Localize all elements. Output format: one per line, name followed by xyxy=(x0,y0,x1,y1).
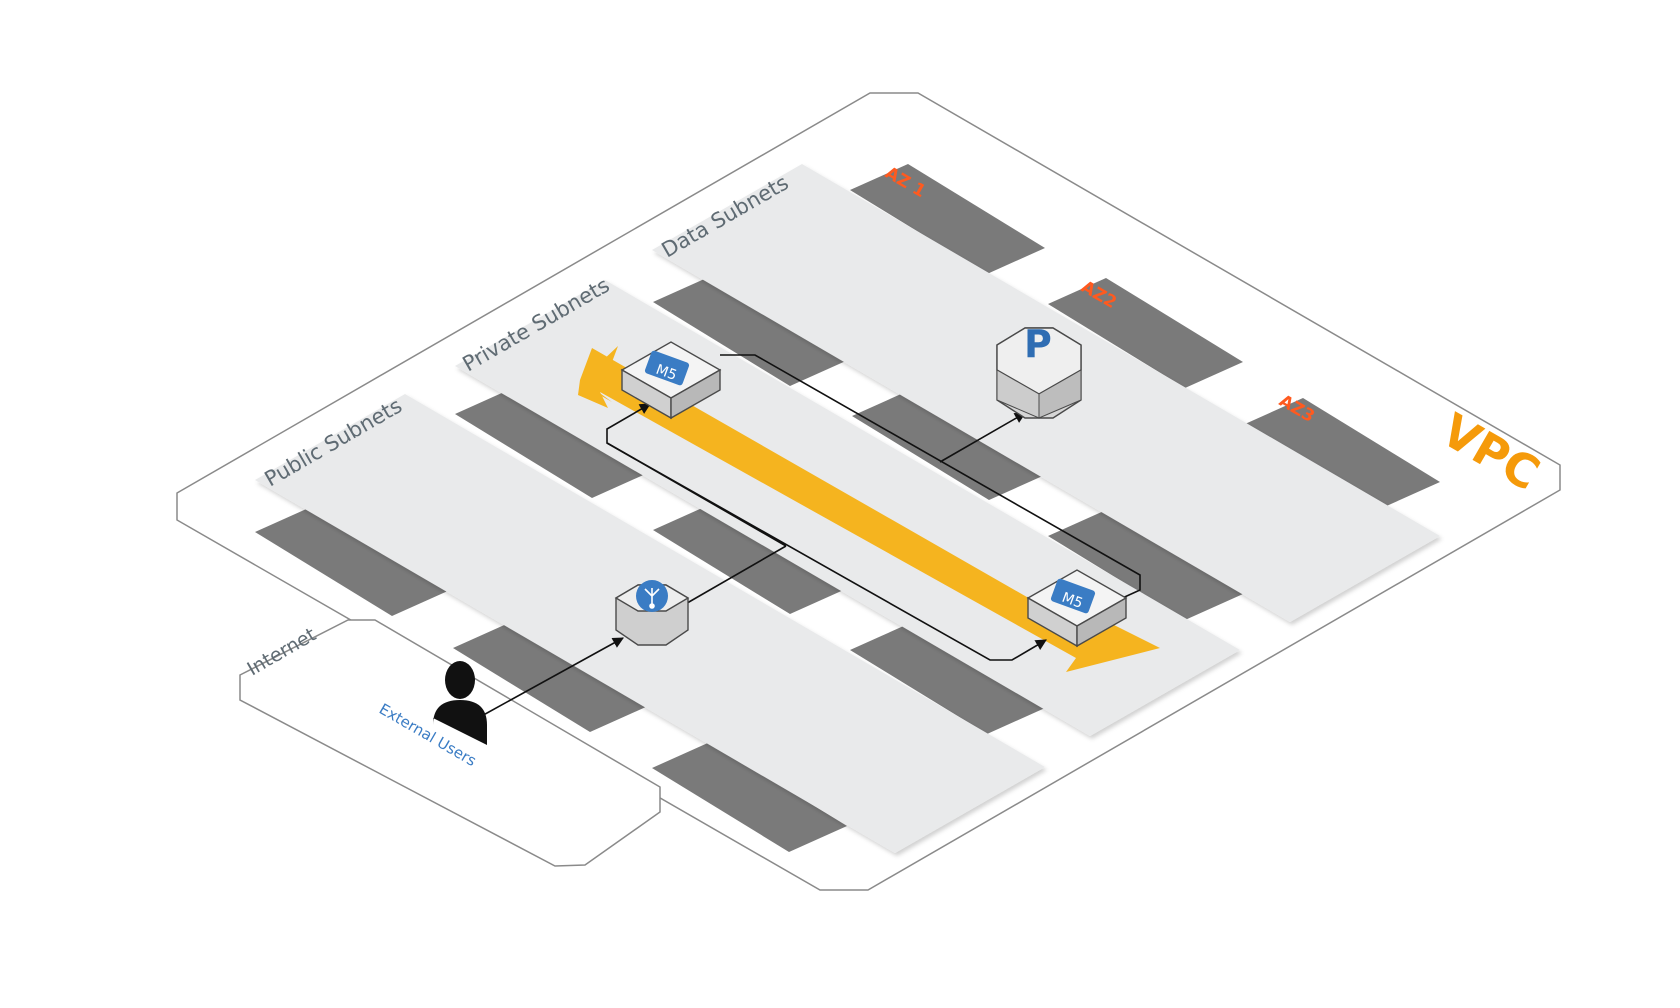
ec2-instance-icon xyxy=(1050,578,1096,614)
postgres-database-icon: P xyxy=(1024,322,1052,366)
database[interactable]: P xyxy=(996,322,1082,419)
internet-region xyxy=(239,619,661,867)
load-balancer[interactable] xyxy=(614,580,690,646)
user-to-lb-line xyxy=(477,637,624,719)
scaling-arrow-head-start xyxy=(582,346,618,402)
scaling-arrow xyxy=(578,348,1160,672)
az-band-2 xyxy=(453,278,1243,732)
connection-lines xyxy=(477,354,1141,719)
app-server-2-label: M5 xyxy=(1060,590,1085,612)
user-icon[interactable] xyxy=(433,661,487,745)
loop-to-server2-line xyxy=(606,442,1047,661)
app-server-1-label: M5 xyxy=(654,362,679,384)
ec2-instance-icon xyxy=(644,350,690,386)
app-server-1[interactable]: M5 xyxy=(620,341,722,420)
server1-to-db-line xyxy=(720,354,1141,601)
az-band-1 xyxy=(255,164,1045,616)
app-server-2[interactable]: M5 xyxy=(1026,569,1128,648)
server-to-db-line xyxy=(939,412,1026,463)
az-band-3 xyxy=(652,398,1440,852)
lb-to-vpc-line xyxy=(681,545,787,607)
